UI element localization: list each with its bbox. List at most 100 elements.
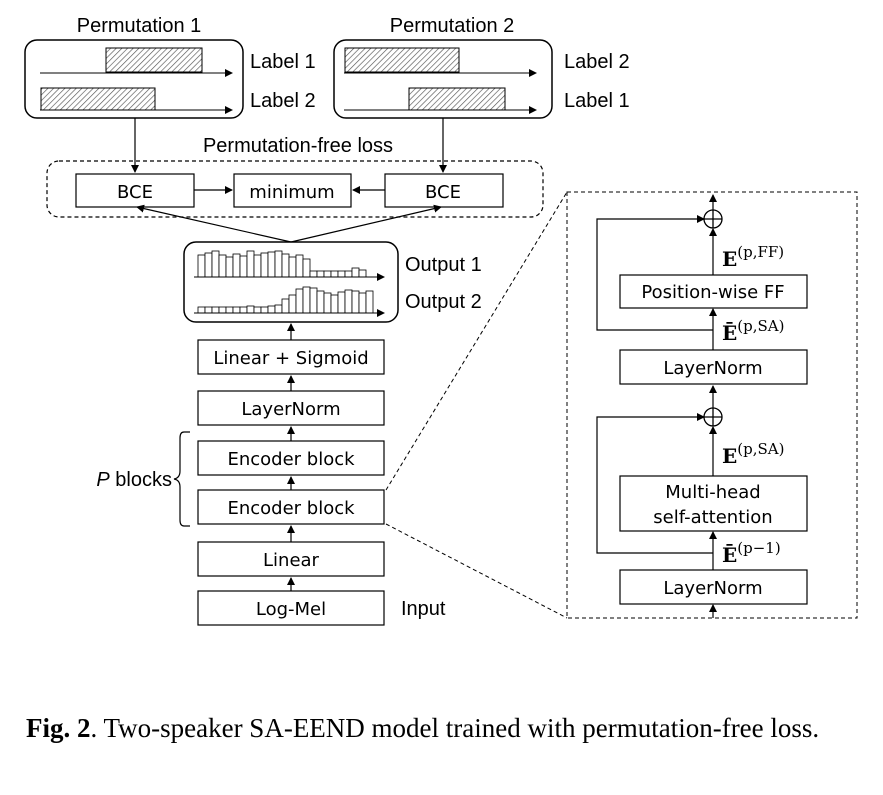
encoder-block-top-box [197,440,385,476]
perm2-speech-segment-top [344,47,460,73]
p-blocks-label: P blocks [96,469,172,491]
sa-eend-diagram: Permutation 1 Label 1 Label 2 Permutatio… [24,15,858,626]
encoder-block-bottom-label: Encoder block [227,498,355,519]
e-sa-sup: (p,SA) [737,440,784,458]
encoder-detail-panel: LayerNorm Ē(p−1) Multi-head self-attenti… [566,191,858,619]
activity-bar [309,270,318,278]
activity-bar [288,294,297,314]
mha-label-line1: Multi-head [665,482,760,503]
mha-box [619,475,808,532]
activity-bar [197,254,206,278]
activity-bar [211,306,220,314]
minimum-label: minimum [249,182,334,203]
logmel-box [197,590,385,626]
blocks-word: blocks [110,469,172,491]
perm1-speech-segment-bottom [40,87,156,111]
activity-bar [309,287,318,314]
ff-box [619,274,808,309]
e-sa-label: E(p,SA) [722,440,784,468]
activity-bar [330,270,339,278]
activity-bar [302,286,311,314]
permutation-1-title: Permutation 1 [77,15,202,37]
detail-layernorm-bottom-label: LayerNorm [663,578,762,599]
output-2-label: Output 2 [405,291,482,313]
activity-bar [253,306,262,314]
activity-bar [281,253,290,278]
encoder-detail-border [566,191,858,619]
permutation-free-loss-group: Permutation-free loss BCE minimum BCE [46,135,544,218]
logmel-label: Log-Mel [256,599,326,620]
activity-bar [351,290,360,314]
caption-text: . Two-speaker SA-EEND model trained with… [90,713,820,743]
mha-label-line2: self-attention [653,507,772,528]
activity-bar [260,306,269,314]
linear-label: Linear [263,550,320,571]
layernorm-label: LayerNorm [241,399,340,420]
activity-bar [274,304,283,314]
perm2-label-bottom: Label 1 [564,90,630,112]
activity-bar [225,306,234,314]
residual-connection-upper [596,215,713,331]
output-1-label: Output 1 [405,254,482,276]
activity-bar [351,267,360,278]
linear-sigmoid-box [197,339,385,375]
layernorm-box [197,390,385,426]
activity-bar [232,306,241,314]
encoder-block-bottom-box [197,489,385,525]
activity-bar [267,251,276,278]
outputs-group: Output 1 Output 2 [183,241,482,323]
detail-connector-bottom [385,523,568,619]
activity-bar [358,292,367,314]
activity-bar [344,289,353,314]
e-ff-sup: (p,FF) [737,243,784,261]
ebar-prev-sup: (p−1) [737,539,780,557]
activity-bar [323,292,332,314]
detail-connector-top [385,191,568,491]
e-ff-label: E(p,FF) [722,243,784,271]
perm1-label-bottom: Label 2 [250,90,316,112]
activity-bar [197,306,206,314]
e-ff-base: E [722,247,737,271]
arrow-output-to-bce-right [290,204,442,243]
input-label: Input [401,598,446,620]
activity-bar [316,290,325,314]
activity-bar [260,252,269,278]
caption-fig-number: Fig. 2 [26,713,91,743]
activity-bar [239,255,248,278]
activity-bar [267,305,276,314]
activity-bar [337,291,346,314]
activity-bar [274,250,283,278]
activity-bar [358,269,367,278]
ebar-prev-label: Ē(p−1) [722,539,781,567]
activity-bar [232,253,241,278]
detail-layernorm-bottom-box [619,569,808,605]
permutation-1-group: Permutation 1 Label 1 Label 2 [24,15,316,119]
encoder-block-top-label: Encoder block [227,449,355,470]
permutation-1-box [24,39,244,119]
activity-bar [337,270,346,278]
activity-bar [302,258,311,278]
permutation-free-loss-box [46,160,544,218]
e-sa-base: E [722,444,737,468]
p-symbol: P [96,469,110,491]
output-1-activity-bars [197,250,367,278]
figure-caption: Fig. 2. Two-speaker SA-EEND model traine… [26,712,871,745]
perm2-speech-segment-bottom [408,87,506,111]
activity-bar [288,256,297,278]
ff-label: Position-wise FF [641,282,784,303]
residual-connection-lower [596,413,713,554]
perm2-label-top: Label 2 [564,51,630,73]
activity-bar [204,306,213,314]
activity-bar [218,254,227,278]
ebar-prev-base: Ē [722,543,737,567]
bce-left-box [75,173,195,208]
arrow-output-to-bce-left [136,204,292,243]
activity-bar [295,288,304,314]
detail-layernorm-top-box [619,349,808,385]
permutation-free-loss-title: Permutation-free loss [203,135,393,157]
permutation-2-group: Permutation 2 Label 2 Label 1 [333,15,630,119]
activity-bar [281,298,290,314]
activity-bar [323,270,332,278]
bce-right-box [384,173,504,208]
activity-bar [239,306,248,314]
